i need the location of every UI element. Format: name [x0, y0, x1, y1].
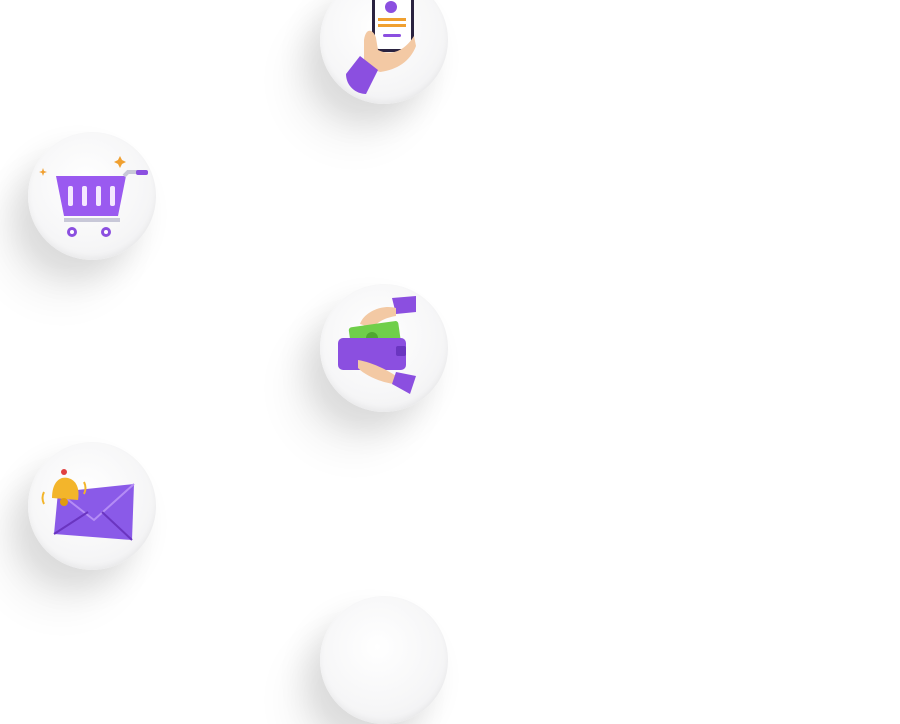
partial-badge	[320, 596, 448, 724]
envelope-bell-icon	[41, 469, 135, 541]
phone-in-hand-badge	[320, 0, 448, 104]
wallet-cash-icon	[338, 296, 416, 394]
shopping-cart-icon	[39, 156, 148, 237]
phone-in-hand-icon	[346, 0, 416, 94]
shopping-cart-badge	[28, 132, 156, 260]
wallet-cash-badge	[320, 284, 448, 412]
envelope-bell-badge	[28, 442, 156, 570]
